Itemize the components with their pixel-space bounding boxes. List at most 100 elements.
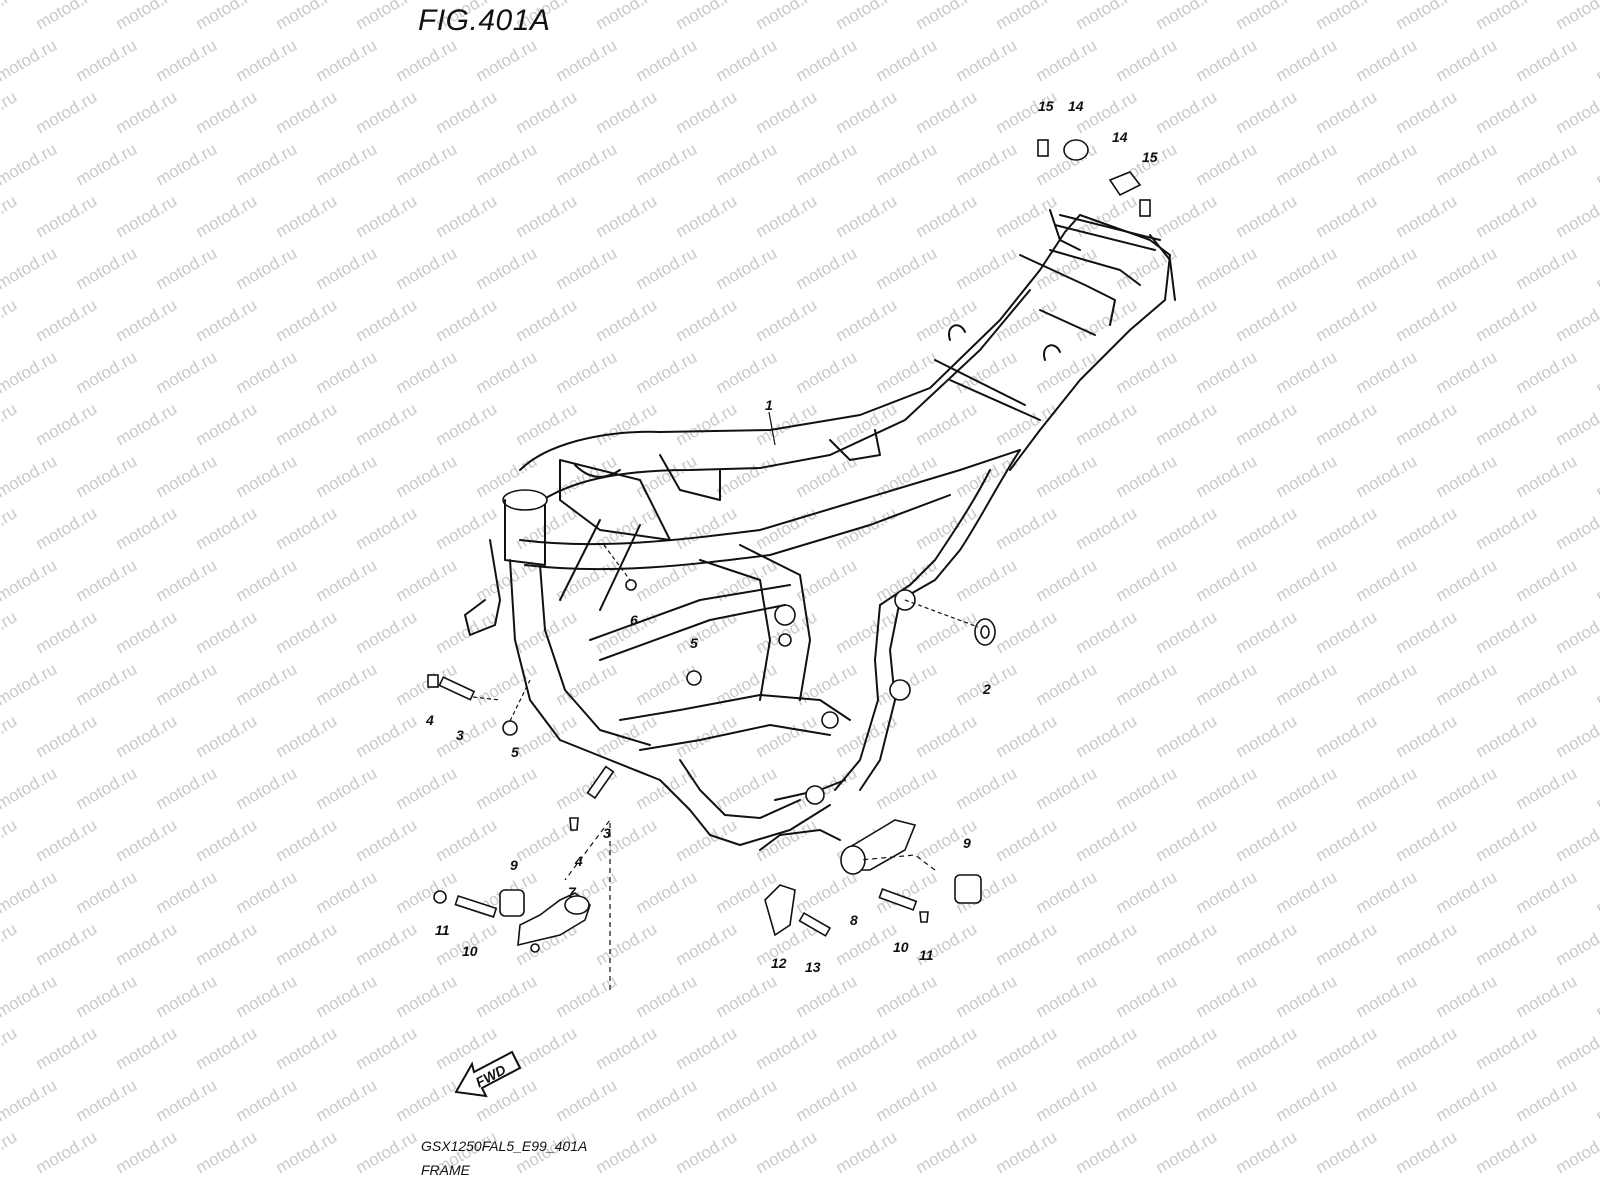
- watermark-text: motod.ru: [0, 763, 60, 813]
- callout-3: 3: [456, 727, 464, 743]
- watermark-text: motod.ru: [1033, 555, 1101, 605]
- watermark-text: motod.ru: [673, 919, 741, 969]
- watermark-text: motod.ru: [1233, 503, 1301, 553]
- watermark-text: motod.ru: [993, 815, 1061, 865]
- watermark-text: motod.ru: [1353, 35, 1421, 85]
- part-6-plug: [603, 544, 637, 591]
- watermark-text: motod.ru: [513, 1023, 581, 1073]
- watermark-text: motod.ru: [273, 711, 341, 761]
- watermark-text: motod.ru: [153, 451, 221, 501]
- watermark-text: motod.ru: [313, 243, 381, 293]
- callout-6: 6: [630, 612, 638, 628]
- watermark-text: motod.ru: [0, 815, 20, 865]
- watermark-text: motod.ru: [233, 139, 301, 189]
- watermark-text: motod.ru: [673, 87, 741, 137]
- watermark-text: motod.ru: [1313, 295, 1381, 345]
- watermark-text: motod.ru: [913, 87, 981, 137]
- watermark-text: motod.ru: [1553, 607, 1600, 657]
- watermark-text: motod.ru: [113, 711, 181, 761]
- watermark-text: motod.ru: [353, 711, 421, 761]
- callout-5: 5: [690, 635, 698, 651]
- watermark-text: motod.ru: [753, 1127, 821, 1177]
- watermark-text: motod.ru: [873, 35, 941, 85]
- watermark-text: motod.ru: [1033, 35, 1101, 85]
- watermark-text: motod.ru: [1233, 711, 1301, 761]
- part-15-bolt-upper: [1037, 139, 1049, 157]
- watermark-text: motod.ru: [1153, 1023, 1221, 1073]
- watermark-text: motod.ru: [1193, 35, 1261, 85]
- watermark-text: motod.ru: [153, 347, 221, 397]
- watermark-text: motod.ru: [713, 1075, 781, 1125]
- watermark-text: motod.ru: [353, 503, 421, 553]
- watermark-text: motod.ru: [1553, 711, 1600, 761]
- watermark-text: motod.ru: [593, 191, 661, 241]
- watermark-text: motod.ru: [553, 243, 621, 293]
- watermark-text: motod.ru: [1113, 867, 1181, 917]
- watermark-text: motod.ru: [713, 35, 781, 85]
- watermark-text: motod.ru: [1473, 503, 1541, 553]
- watermark-text: motod.ru: [73, 347, 141, 397]
- watermark-text: motod.ru: [433, 503, 501, 553]
- watermark-text: motod.ru: [153, 1075, 221, 1125]
- watermark-text: motod.ru: [1313, 503, 1381, 553]
- watermark-text: motod.ru: [1593, 867, 1600, 917]
- watermark-text: motod.ru: [1593, 243, 1600, 293]
- watermark-text: motod.ru: [153, 763, 221, 813]
- watermark-text: motod.ru: [393, 139, 461, 189]
- callout-4: 4: [574, 853, 583, 869]
- watermark-text: motod.ru: [1153, 87, 1221, 137]
- watermark-text: motod.ru: [273, 607, 341, 657]
- watermark-text: motod.ru: [33, 919, 101, 969]
- watermark-text: motod.ru: [1433, 1075, 1501, 1125]
- watermark-text: motod.ru: [1433, 347, 1501, 397]
- watermark-text: motod.ru: [393, 555, 461, 605]
- watermark-text: motod.ru: [1393, 919, 1461, 969]
- watermark-text: motod.ru: [873, 971, 941, 1021]
- watermark-text: motod.ru: [0, 711, 20, 761]
- watermark-text: motod.ru: [1593, 35, 1600, 85]
- watermark-text: motod.ru: [593, 0, 661, 33]
- watermark-text: motod.ru: [33, 711, 101, 761]
- watermark-text: motod.ru: [33, 1023, 101, 1073]
- watermark-text: motod.ru: [753, 295, 821, 345]
- watermark-text: motod.ru: [1433, 243, 1501, 293]
- watermark-text: motod.ru: [433, 815, 501, 865]
- watermark-text: motod.ru: [313, 763, 381, 813]
- part-9-bushing-right: [954, 874, 982, 904]
- watermark-text: motod.ru: [1233, 1127, 1301, 1177]
- watermark-text: motod.ru: [353, 87, 421, 137]
- watermark-text: motod.ru: [1033, 243, 1101, 293]
- watermark-text: motod.ru: [513, 295, 581, 345]
- watermark-text: motod.ru: [113, 607, 181, 657]
- watermark-text: motod.ru: [833, 399, 901, 449]
- watermark-text: motod.ru: [633, 971, 701, 1021]
- watermark-text: motod.ru: [953, 243, 1021, 293]
- watermark-text: motod.ru: [233, 347, 301, 397]
- watermark-text: motod.ru: [0, 971, 60, 1021]
- callout-9: 9: [963, 835, 971, 851]
- watermark-text: motod.ru: [993, 399, 1061, 449]
- watermark-text: motod.ru: [1233, 607, 1301, 657]
- watermark-text: motod.ru: [1153, 919, 1221, 969]
- watermark-text: motod.ru: [793, 971, 861, 1021]
- watermark-text: motod.ru: [633, 347, 701, 397]
- watermark-text: motod.ru: [0, 35, 60, 85]
- watermark-text: motod.ru: [793, 867, 861, 917]
- watermark-text: motod.ru: [913, 1127, 981, 1177]
- watermark-text: motod.ru: [1273, 35, 1341, 85]
- watermark-text: motod.ru: [273, 399, 341, 449]
- watermark-text: motod.ru: [553, 347, 621, 397]
- watermark-text: motod.ru: [1393, 607, 1461, 657]
- watermark-text: motod.ru: [153, 35, 221, 85]
- watermark-text: motod.ru: [633, 867, 701, 917]
- watermark-text: motod.ru: [433, 87, 501, 137]
- part-7-engine-mount-bracket: [517, 892, 591, 953]
- watermark-text: motod.ru: [1113, 763, 1181, 813]
- watermark-text: motod.ru: [1313, 1023, 1381, 1073]
- watermark-text: motod.ru: [1553, 815, 1600, 865]
- watermark-text: motod.ru: [1553, 1127, 1600, 1177]
- callout-13: 13: [805, 959, 821, 975]
- watermark-text: motod.ru: [1393, 1127, 1461, 1177]
- watermark-text: motod.ru: [0, 295, 20, 345]
